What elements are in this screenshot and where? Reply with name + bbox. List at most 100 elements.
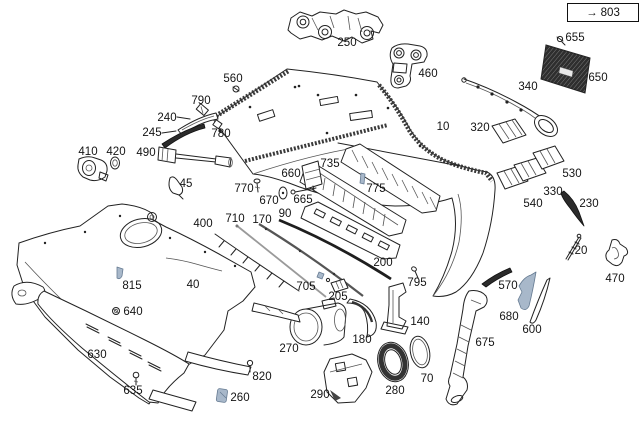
screw-795 bbox=[411, 266, 419, 279]
bolt-665 bbox=[290, 185, 317, 195]
part-label-650[interactable]: 650 bbox=[588, 72, 607, 84]
seal-180 bbox=[346, 298, 377, 338]
part-label-705[interactable]: 705 bbox=[296, 281, 315, 293]
bracket-675 bbox=[445, 290, 488, 406]
part-label-490[interactable]: 490 bbox=[136, 147, 155, 159]
sliver-600 bbox=[529, 277, 551, 324]
clip-330 bbox=[513, 157, 547, 182]
pad-260 bbox=[215, 388, 228, 403]
screw-635 bbox=[132, 371, 140, 386]
pin-20 bbox=[565, 233, 582, 261]
screw-655 bbox=[556, 35, 566, 46]
fascia-skid bbox=[184, 351, 252, 376]
part-label-270[interactable]: 270 bbox=[279, 343, 298, 355]
part-label-260[interactable]: 260 bbox=[230, 392, 249, 404]
part-label-330[interactable]: 330 bbox=[543, 186, 562, 198]
part-label-20[interactable]: 20 bbox=[575, 245, 588, 257]
part-label-665[interactable]: 665 bbox=[293, 194, 312, 206]
clip-highlight-775 bbox=[359, 172, 366, 185]
edge-molding-hatch bbox=[377, 83, 494, 183]
clip-815 bbox=[116, 266, 124, 280]
part-label-70[interactable]: 70 bbox=[421, 373, 434, 385]
fascia-corner-strip bbox=[251, 302, 301, 323]
part-label-340[interactable]: 340 bbox=[518, 81, 537, 93]
reference-box-803[interactable]: →803 bbox=[567, 3, 639, 22]
part-label-230[interactable]: 230 bbox=[579, 198, 598, 210]
part-label-635[interactable]: 635 bbox=[123, 385, 142, 397]
part-label-680[interactable]: 680 bbox=[499, 311, 518, 323]
washer-670 bbox=[278, 186, 288, 200]
part-label-200[interactable]: 200 bbox=[373, 257, 392, 269]
part-label-560[interactable]: 560 bbox=[223, 73, 242, 85]
part-label-205[interactable]: 205 bbox=[328, 291, 347, 303]
ring-280 bbox=[377, 341, 409, 383]
part-label-790[interactable]: 790 bbox=[191, 95, 210, 107]
part-label-675[interactable]: 675 bbox=[475, 337, 494, 349]
part-label-90[interactable]: 90 bbox=[279, 208, 292, 220]
bracket-290 bbox=[323, 353, 373, 404]
clip-530 bbox=[532, 145, 565, 170]
part-label-460[interactable]: 460 bbox=[418, 68, 437, 80]
part-label-660[interactable]: 660 bbox=[281, 168, 300, 180]
part-label-815[interactable]: 815 bbox=[122, 280, 141, 292]
strip-170 bbox=[258, 223, 364, 297]
clip-470 bbox=[605, 239, 629, 267]
strip-90 bbox=[278, 218, 392, 281]
wedge-230 bbox=[560, 190, 585, 227]
part-label-820[interactable]: 820 bbox=[252, 371, 271, 383]
part-label-770[interactable]: 770 bbox=[234, 183, 253, 195]
part-label-640[interactable]: 640 bbox=[123, 306, 142, 318]
part-label-540[interactable]: 540 bbox=[523, 198, 542, 210]
screw-820 bbox=[246, 359, 254, 373]
part-label-795[interactable]: 795 bbox=[407, 277, 426, 289]
part-label-600[interactable]: 600 bbox=[522, 324, 541, 336]
reference-code: 803 bbox=[600, 6, 620, 19]
part-label-420[interactable]: 420 bbox=[106, 146, 125, 158]
part-label-780[interactable]: 780 bbox=[211, 128, 230, 140]
diffuser-630 bbox=[11, 281, 197, 412]
part-label-670[interactable]: 670 bbox=[259, 195, 278, 207]
clip-790 bbox=[195, 103, 209, 117]
labels-layer: 10 20 40 45 70 90 140 170 180 200 205 230 240 245 250 2… bbox=[78, 32, 624, 404]
reference-arrow-icon: → bbox=[586, 6, 598, 19]
clip-45 bbox=[168, 176, 184, 200]
part-label-170[interactable]: 170 bbox=[252, 214, 271, 226]
part-label-400[interactable]: 400 bbox=[193, 218, 212, 230]
grommet-640 bbox=[112, 307, 120, 315]
part-label-40[interactable]: 40 bbox=[187, 279, 200, 291]
strip-710 bbox=[235, 224, 327, 298]
part-label-410[interactable]: 410 bbox=[78, 146, 97, 158]
diffuser-tip bbox=[148, 389, 197, 412]
absorber-775 bbox=[337, 142, 461, 214]
part-label-735[interactable]: 735 bbox=[320, 158, 339, 170]
part-label-775[interactable]: 775 bbox=[366, 183, 385, 195]
part-label-180[interactable]: 180 bbox=[352, 334, 371, 346]
screw-780 bbox=[212, 119, 223, 133]
part-label-710[interactable]: 710 bbox=[225, 213, 244, 225]
ring-420 bbox=[110, 156, 120, 170]
clip-705 bbox=[316, 271, 331, 283]
part-label-530[interactable]: 530 bbox=[562, 168, 581, 180]
part-label-630[interactable]: 630 bbox=[87, 349, 106, 361]
part-label-250[interactable]: 250 bbox=[337, 37, 356, 49]
screw-560 bbox=[232, 85, 240, 93]
grille-panel-650 bbox=[540, 44, 591, 94]
part-label-655[interactable]: 655 bbox=[565, 32, 584, 44]
clip-320 bbox=[491, 118, 527, 144]
part-label-10[interactable]: 10 bbox=[437, 121, 450, 133]
part-label-45[interactable]: 45 bbox=[180, 178, 193, 190]
bracket-250 bbox=[287, 9, 384, 44]
part-label-245[interactable]: 245 bbox=[142, 127, 161, 139]
part-label-140[interactable]: 140 bbox=[410, 316, 429, 328]
fascia-40 bbox=[16, 203, 301, 405]
part-label-290[interactable]: 290 bbox=[310, 389, 329, 401]
part-label-320[interactable]: 320 bbox=[470, 122, 489, 134]
part-label-470[interactable]: 470 bbox=[605, 273, 624, 285]
part-label-280[interactable]: 280 bbox=[385, 385, 404, 397]
sensor-410 bbox=[77, 156, 109, 182]
lower-bar-200 bbox=[300, 201, 401, 260]
part-label-570[interactable]: 570 bbox=[498, 280, 517, 292]
block-205 bbox=[330, 278, 349, 293]
part-label-240[interactable]: 240 bbox=[157, 112, 176, 124]
